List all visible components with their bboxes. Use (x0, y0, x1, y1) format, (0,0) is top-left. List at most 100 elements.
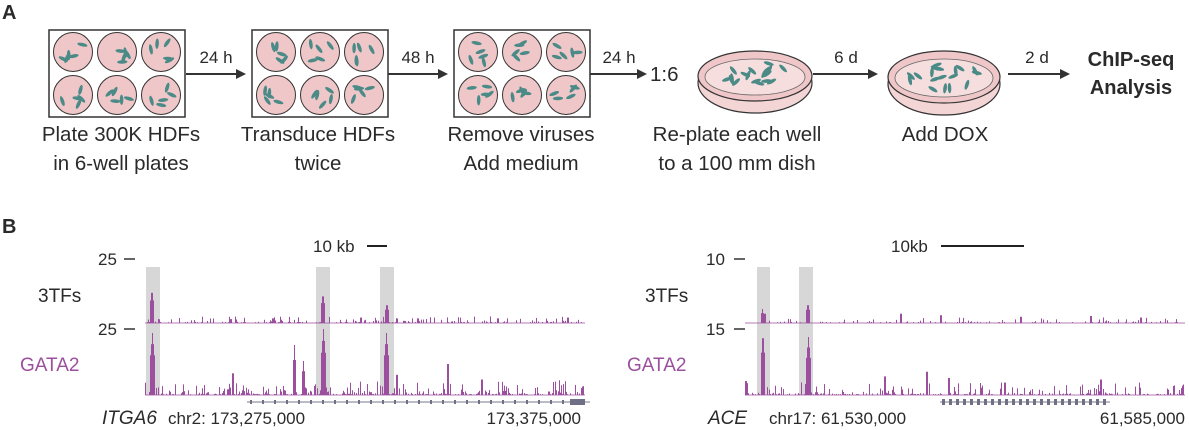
signal-bar (1021, 394, 1022, 395)
signal-peak (1004, 382, 1005, 395)
signal-bar (965, 322, 966, 323)
signal-bar (311, 391, 312, 395)
cell-shape (906, 72, 915, 80)
signal-bar (394, 388, 395, 395)
signal-bar (345, 394, 346, 395)
signal-bar (479, 390, 480, 395)
signal-peak (763, 313, 764, 323)
signal-bar (550, 322, 551, 323)
signal-bar (244, 391, 245, 395)
signal-bar (818, 394, 819, 395)
cell-shape (276, 51, 287, 57)
signal-bar (1085, 321, 1086, 323)
exon (286, 400, 288, 404)
signal-bar (804, 394, 805, 395)
signal-bar (182, 392, 183, 395)
signal-bar (957, 394, 958, 395)
signal-peak (481, 379, 482, 395)
signal-bar (567, 394, 568, 395)
signal-bar (963, 317, 964, 323)
signal-bar (964, 393, 965, 395)
signal-peak (153, 300, 154, 323)
exon (1103, 399, 1106, 405)
signal-bar (1096, 389, 1097, 395)
cell-shape (729, 66, 737, 75)
cell-shape (155, 38, 159, 49)
gene-exons (250, 399, 585, 405)
signal-bar (419, 391, 420, 395)
signal-bar (409, 322, 410, 323)
signal-bar (349, 393, 350, 395)
signal-bar (752, 392, 753, 395)
signal-bar (930, 321, 931, 323)
split-ratio: 1:6 (650, 63, 679, 86)
signal-bar (219, 387, 220, 395)
y-max-gata2: 15 (706, 320, 725, 339)
signal-bar (940, 393, 941, 395)
cell-shape (318, 100, 327, 109)
signal-peak (324, 340, 325, 395)
signal-peak (293, 360, 294, 395)
exon (334, 400, 336, 404)
signal-bar (1030, 390, 1031, 395)
signal-bar (415, 394, 416, 395)
cell-shape (762, 70, 772, 78)
signal-bar (356, 321, 357, 323)
signal-bar (577, 392, 578, 395)
signal-bar (836, 394, 837, 395)
signal-bar (204, 385, 205, 395)
cell-shape (754, 81, 765, 86)
signal-bar (1160, 320, 1161, 323)
signal-bar (907, 321, 908, 323)
signal-bar (1022, 394, 1023, 395)
exon (370, 400, 372, 404)
signal-bar (1133, 321, 1134, 323)
cell-shape (481, 57, 487, 68)
signal-bar (1156, 394, 1157, 395)
step-4-line1: Re-plate each well (653, 123, 822, 146)
signal-bar (198, 394, 199, 395)
signal-bar (305, 387, 306, 395)
cell-shape (68, 54, 79, 59)
signal-bar (183, 384, 184, 395)
signal-bar (461, 321, 462, 323)
signal-bar (341, 322, 342, 323)
signal-bar (391, 394, 392, 395)
cell-shape (745, 70, 751, 81)
signal-bar (470, 394, 471, 395)
cell-shape (166, 92, 177, 98)
signal-bar (538, 321, 539, 323)
signal-peak (1101, 379, 1102, 395)
signal-bar (455, 394, 456, 395)
signal-bar (184, 391, 185, 395)
plates-group (48, 29, 591, 118)
signal-bar (873, 319, 874, 323)
signal-bar (168, 322, 169, 323)
dishes-group (697, 50, 1001, 116)
cell-shape (271, 42, 276, 53)
signal-peak (901, 313, 902, 323)
signal-bar (991, 394, 992, 395)
gene-name: ITGA6 (102, 408, 157, 429)
signal-bar (980, 322, 981, 323)
signal-bar (207, 392, 208, 395)
signal-bar (270, 320, 271, 323)
signal-bar (487, 322, 488, 323)
signal-peak (360, 317, 361, 323)
signal-bar (857, 320, 858, 323)
signal-bar (467, 320, 468, 323)
signal-bar (403, 384, 404, 395)
signal-bar (769, 389, 770, 395)
signal-bar (1107, 394, 1108, 395)
signal-bar (286, 394, 287, 395)
cell-shape (732, 78, 741, 86)
well (141, 75, 181, 115)
signal-bar (787, 394, 788, 395)
signal-bar (1072, 322, 1073, 323)
signal-bar (1042, 390, 1043, 395)
cell-shape (936, 74, 947, 80)
signal-bar (747, 383, 748, 395)
signal-bar (246, 387, 247, 395)
signal-bar (908, 388, 909, 395)
signal-bar (426, 394, 427, 395)
